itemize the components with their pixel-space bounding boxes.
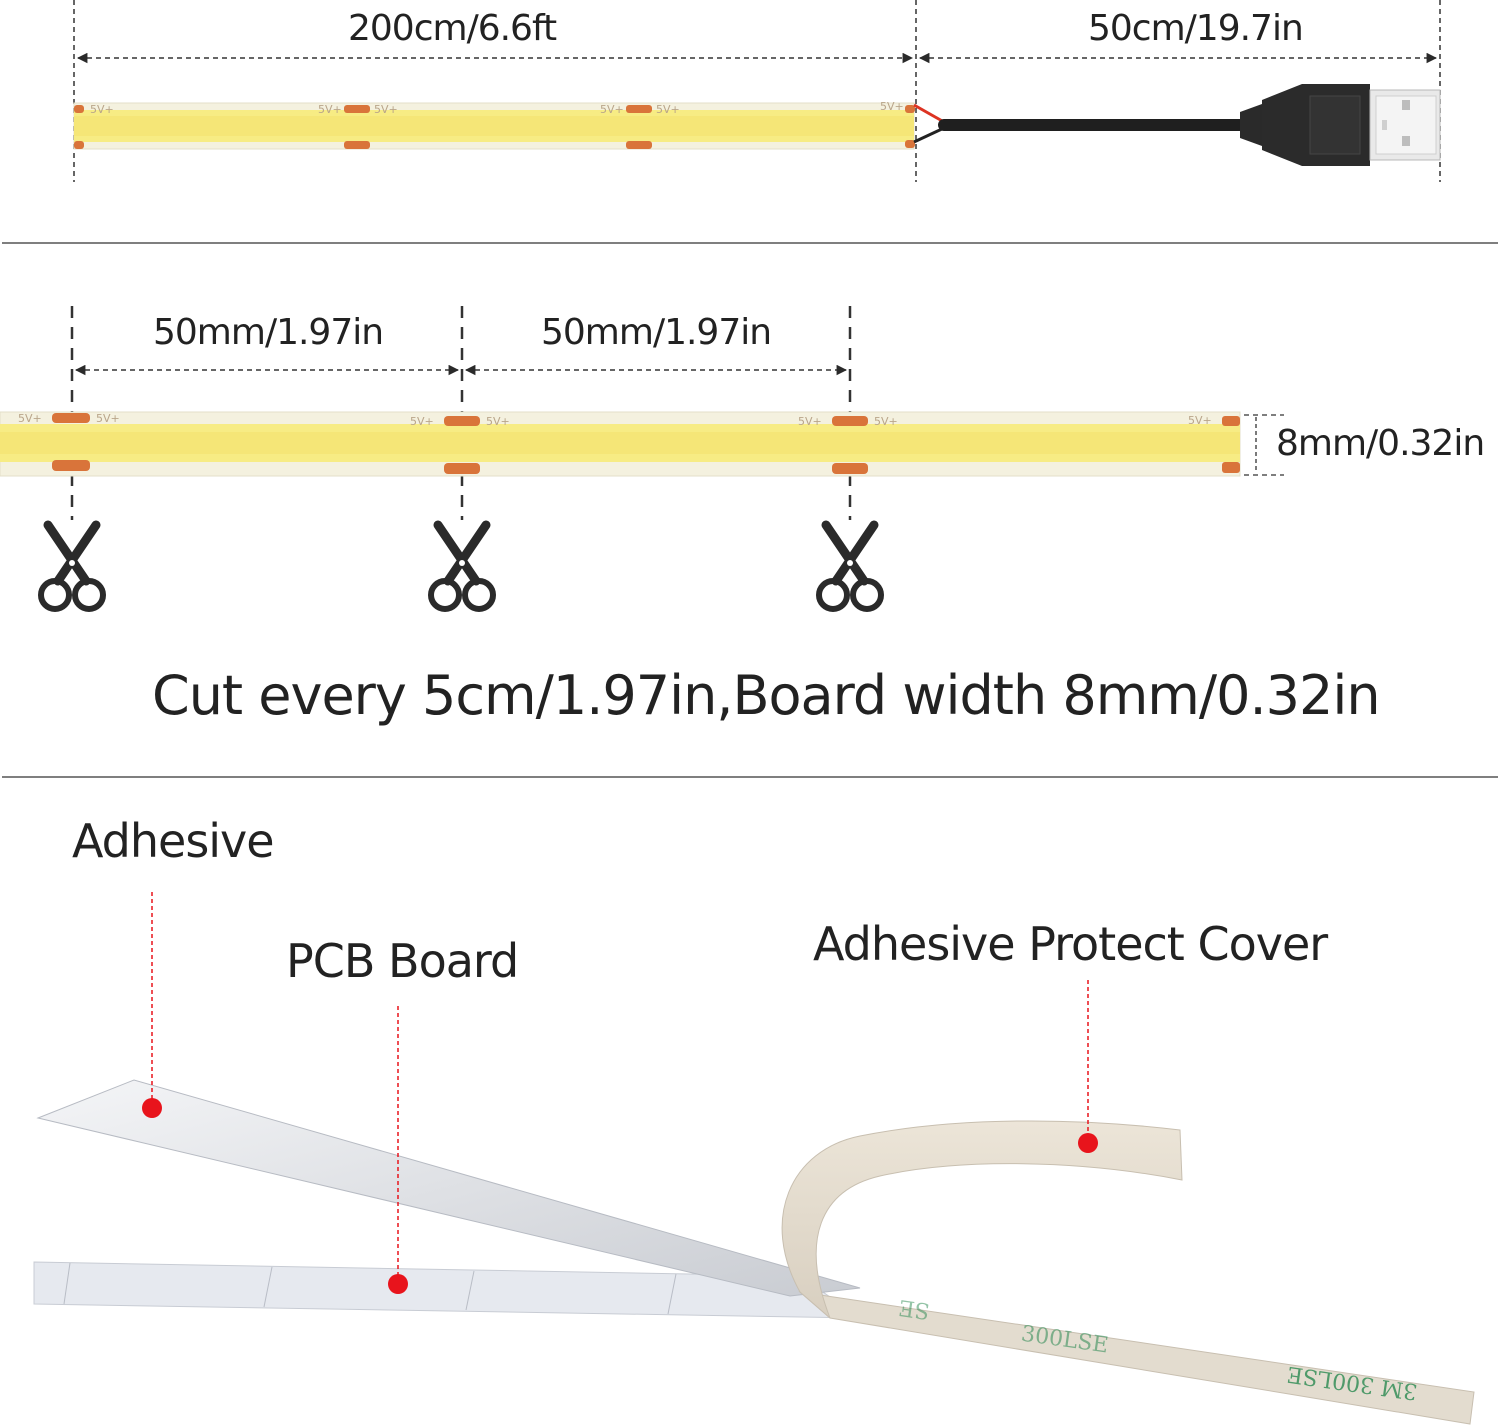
scissors-icon <box>428 520 496 612</box>
section-cut-points: 5V+ 5V+ 5V+ 5V+ 5V+ 5V+ 5V+ <box>0 306 1284 612</box>
protect-cover-label: Adhesive Protect Cover <box>813 917 1328 971</box>
copper-pad <box>905 105 915 113</box>
pad-marking: 5V+ <box>18 412 42 425</box>
copper-pad <box>52 460 90 471</box>
copper-pad <box>832 416 868 426</box>
copper-pad <box>444 463 480 474</box>
strip-length-label: 200cm/6.6ft <box>348 8 557 49</box>
copper-pad <box>626 105 652 113</box>
copper-pad <box>1222 416 1240 426</box>
scissors-icon <box>816 520 884 612</box>
adhesive-marker-dot <box>142 1098 162 1118</box>
adhesive-label: Adhesive <box>72 814 275 868</box>
board-width-label: 8mm/0.32in <box>1276 423 1485 464</box>
pad-marking: 5V+ <box>656 103 680 116</box>
pad-marking: 5V+ <box>798 415 822 428</box>
cable-length-label: 50cm/19.7in <box>1088 8 1304 49</box>
scissors-icon <box>38 520 106 612</box>
copper-pad <box>74 141 84 149</box>
pad-marking: 5V+ <box>486 415 510 428</box>
tape-print: SE <box>897 1294 931 1323</box>
width-bracket <box>1244 414 1284 476</box>
copper-pad <box>626 141 652 149</box>
copper-pad <box>344 105 370 113</box>
pad-marking: 5V+ <box>90 103 114 116</box>
cut-caption: Cut every 5cm/1.97in,Board width 8mm/0.3… <box>152 664 1381 727</box>
copper-pad <box>832 463 868 474</box>
segment-label-1: 50mm/1.97in <box>153 312 384 353</box>
pad-marking: 5V+ <box>96 412 120 425</box>
adhesive-layer <box>36 1079 861 1297</box>
cover-marker-dot <box>1078 1133 1098 1153</box>
led-strip-zoom: 5V+ 5V+ 5V+ 5V+ 5V+ 5V+ 5V+ <box>0 411 1241 477</box>
pcb-board-label: PCB Board <box>286 934 519 988</box>
pcb-board-strip <box>33 1261 862 1319</box>
protect-cover: 3M 300LSE 300LSE SE <box>781 1120 1475 1425</box>
section-strip-overview: 5V+ 5V+ 5V+ 5V+ 5V+ 5V+ <box>73 0 1441 182</box>
pcb-marker-dot <box>388 1274 408 1294</box>
segment-label-2: 50mm/1.97in <box>541 312 772 353</box>
copper-pad <box>52 413 90 423</box>
usb-plug-icon <box>1369 89 1441 161</box>
pad-marking: 5V+ <box>1188 414 1212 427</box>
pad-marking: 5V+ <box>880 100 904 113</box>
copper-pad <box>344 141 370 149</box>
copper-pad <box>444 416 480 426</box>
pad-marking: 5V+ <box>600 103 624 116</box>
section-layers: 3M 300LSE 300LSE SE <box>33 892 1475 1425</box>
usb-cable <box>913 84 1370 166</box>
pad-marking: 5V+ <box>374 103 398 116</box>
copper-pad <box>74 105 84 113</box>
pad-marking: 5V+ <box>874 415 898 428</box>
copper-pad <box>905 140 915 148</box>
led-strip-full: 5V+ 5V+ 5V+ 5V+ 5V+ 5V+ <box>73 100 915 150</box>
pad-marking: 5V+ <box>318 103 342 116</box>
copper-pad <box>1222 462 1240 473</box>
pad-marking: 5V+ <box>410 415 434 428</box>
